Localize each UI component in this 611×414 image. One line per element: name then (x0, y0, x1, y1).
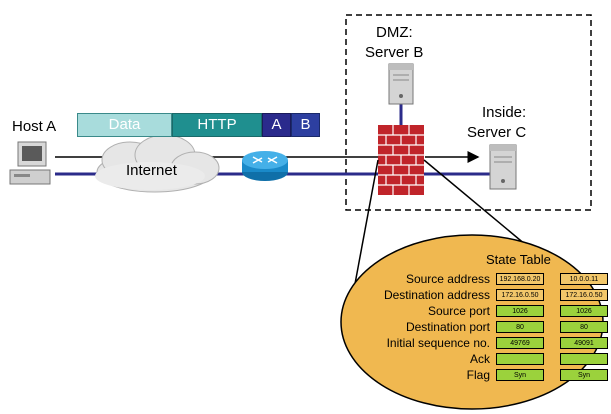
packet-b-segment: B (291, 113, 320, 137)
packet-header: Data HTTP A B (77, 113, 320, 137)
row-label-destination-port: Destination port (405, 320, 490, 334)
firewall-icon (378, 125, 424, 195)
row-label-flag: Flag (466, 368, 490, 382)
cell-ack-left (496, 353, 544, 365)
cell-destination-address-left: 172.16.0.50 (496, 289, 544, 301)
row-label-destination-address: Destination address (383, 288, 490, 302)
host-a-label: Host A (12, 118, 57, 135)
cell-flag-right: Syn (560, 369, 608, 381)
host-a-computer-icon (9, 141, 51, 185)
row-label-source-port: Source port (427, 304, 490, 318)
state-table-labels: Source address Destination address Sourc… (340, 270, 490, 382)
packet-http-label: HTTP (197, 116, 237, 133)
cell-initial-sequence-right: 49091 (560, 337, 608, 349)
cell-destination-address-right: 172.16.0.50 (560, 289, 608, 301)
packet-http-segment: HTTP (172, 113, 262, 137)
row-label-initial-sequence: Initial sequence no. (386, 336, 490, 350)
internet-label: Internet (126, 162, 177, 179)
packet-data-label: Data (108, 116, 141, 133)
inside-label: Inside: (482, 104, 527, 121)
server-c-label: Server C (467, 124, 527, 141)
packet-data-segment: Data (77, 113, 172, 137)
cell-flag-left: Syn (496, 369, 544, 381)
dmz-label: DMZ: (376, 24, 413, 41)
cell-destination-port-left: 80 (496, 321, 544, 333)
cell-initial-sequence-left: 49769 (496, 337, 544, 349)
cell-source-port-left: 1026 (496, 305, 544, 317)
cell-destination-port-right: 80 (560, 321, 608, 333)
internet-cloud-icon (95, 134, 220, 193)
dmz-boundary (345, 14, 592, 211)
router-icon (242, 151, 288, 181)
server-b-icon (388, 63, 414, 105)
cell-source-address-right: 10.0.0.11 (560, 273, 608, 285)
server-b-label: Server B (365, 44, 424, 61)
packet-b-label: B (300, 116, 311, 133)
zoom-line-left (351, 159, 379, 301)
cell-source-address-left: 192.168.0.20 (496, 273, 544, 285)
server-c-icon (489, 144, 517, 190)
row-label-source-address: Source address (405, 272, 490, 286)
cell-ack-right (560, 353, 608, 365)
cell-source-port-right: 1026 (560, 305, 608, 317)
packet-a-segment: A (262, 113, 291, 137)
row-label-ack: Ack (469, 352, 490, 366)
packet-a-label: A (271, 116, 282, 133)
state-table-title: State Table (486, 252, 551, 267)
